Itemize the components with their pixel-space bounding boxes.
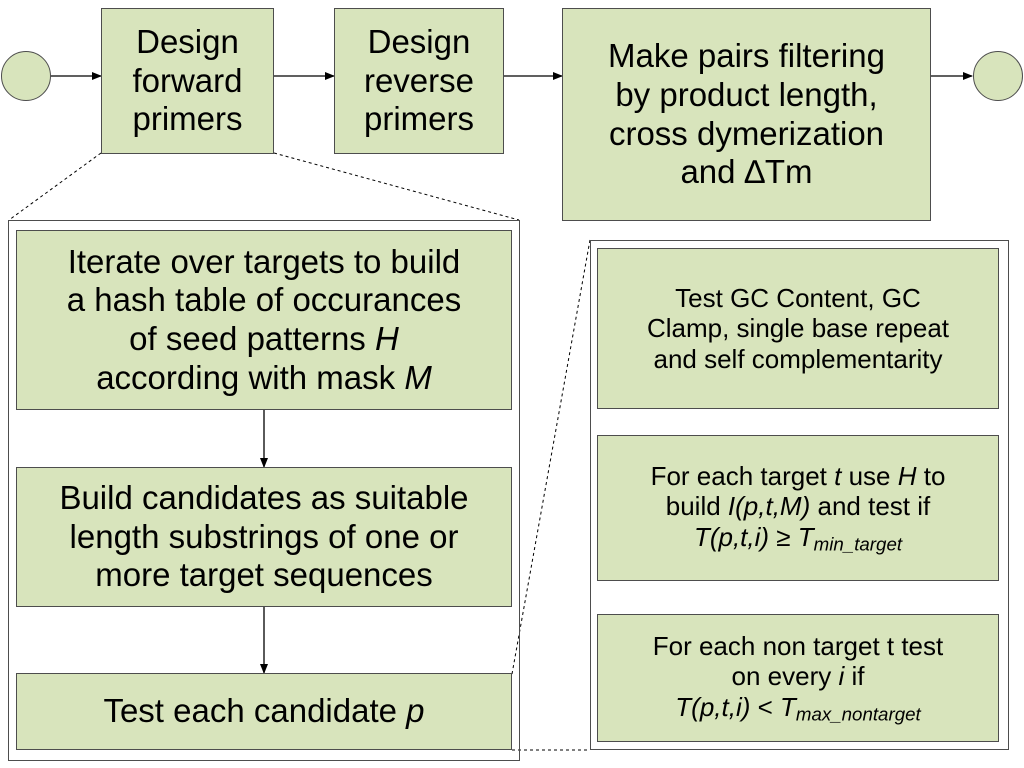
nontarget-line-2: on every i if (731, 661, 865, 692)
target-line-2: build I(p,t,M) and test if (665, 491, 931, 522)
reverse-line-3: primers (363, 100, 474, 138)
end-node (973, 51, 1023, 101)
reverse-line-1: Design (367, 23, 471, 61)
iterate-line-2: a hash table of occurances (66, 281, 462, 319)
test-candidate-line: Test each candidate p (103, 692, 425, 730)
nontarget-test-box: For each non target t test on every i if… (597, 614, 999, 742)
reverse-line-2: reverse (363, 61, 475, 99)
forward-line-3: primers (132, 100, 243, 138)
make-pairs-box: Make pairs filtering by product length, … (562, 8, 931, 221)
iterate-targets-box: Iterate over targets to build a hash tab… (16, 230, 512, 410)
zoom-line-forward-right (273, 152, 520, 221)
nontarget-line-3: T(p,t,i) < Tmax_nontarget (675, 691, 921, 725)
candidates-line-3: more target sequences (95, 556, 433, 594)
iterate-line-3: of seed patterns H (129, 320, 399, 357)
zoom-line-forward-left (8, 152, 102, 221)
zoom-line-test-top (511, 239, 591, 675)
forward-line-2: forward (132, 61, 243, 99)
gc-line-1: Test GC Content, GC (675, 282, 921, 313)
pairs-line-2: by product length, (615, 75, 878, 113)
forward-detail-panel (8, 220, 520, 761)
iterate-line-4: according with mask M (96, 358, 432, 396)
nontarget-line-1: For each non target t test (652, 630, 944, 661)
pairs-line-4: and ∆Tm (680, 153, 813, 191)
candidates-line-2: length substrings of one or (69, 517, 459, 555)
test-candidate-box: Test each candidate p (16, 673, 512, 750)
design-reverse-primers-box: Design reverse primers (334, 8, 504, 154)
gc-content-test-box: Test GC Content, GC Clamp, single base r… (597, 248, 999, 409)
forward-line-1: Design (136, 23, 239, 61)
pairs-line-3: cross dymerization (608, 114, 885, 152)
gc-line-2: Clamp, single base repeat (646, 313, 950, 344)
target-line-1: For each target t use H to (650, 460, 946, 491)
target-test-box: For each target t use H to build I(p,t,M… (597, 435, 999, 581)
var-m: M (404, 358, 432, 396)
candidates-line-1: Build candidates as suitable (59, 479, 469, 517)
target-line-3: T(p,t,i) ≥ Tmin_target (693, 521, 903, 555)
var-p: p (406, 692, 425, 730)
pairs-line-1: Make pairs filtering (608, 37, 885, 75)
gc-line-3: and self complementarity (653, 343, 943, 374)
var-h: H (374, 320, 399, 357)
build-candidates-box: Build candidates as suitable length subs… (16, 467, 512, 607)
design-forward-primers-box: Design forward primers (101, 8, 274, 154)
iterate-line-1: Iterate over targets to build (67, 242, 461, 280)
start-node (1, 51, 51, 101)
test-detail-panel (590, 240, 1009, 750)
